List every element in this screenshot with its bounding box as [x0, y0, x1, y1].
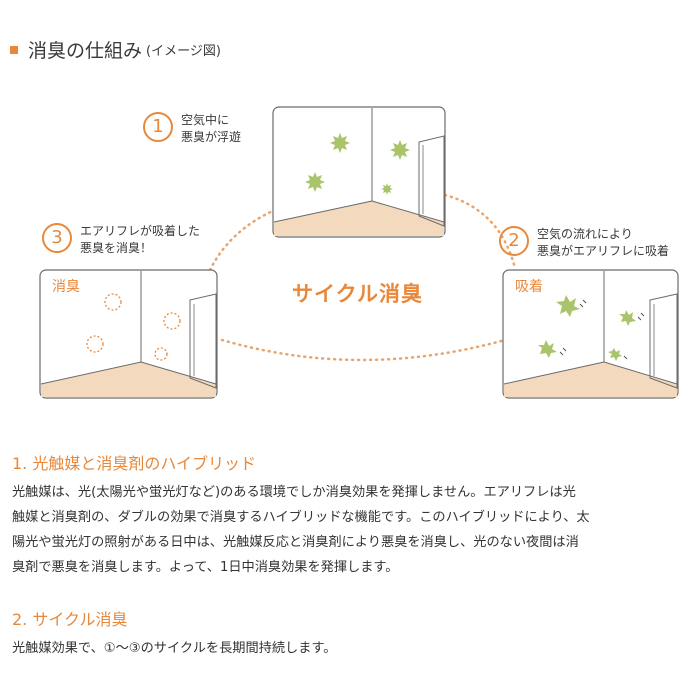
bullet-square-icon: [10, 45, 18, 54]
section-title: 消臭の仕組み (イメージ図): [10, 36, 221, 63]
body-line: 光触媒効果で、①～③のサイクルを長期間持続します。: [12, 641, 337, 656]
odor-star-icon: [556, 295, 580, 317]
deodorized-circle-icon: [154, 347, 168, 361]
step-3-label: 3 エアリフレが吸着した 悪臭を消臭！: [42, 223, 200, 257]
odor-star-icon: [619, 310, 636, 326]
odor-star-icon: [381, 183, 393, 195]
room-top: [272, 106, 446, 238]
deodorized-circle-icon: [104, 293, 122, 311]
step-text: 空気中に 悪臭が浮遊: [181, 112, 241, 146]
odor-star-icon: [330, 133, 350, 153]
deodorizing-cycle-diagram: 1 空気中に 悪臭が浮遊 2 空気の流れにより 悪臭がエアリフレに吸着 3 エア…: [0, 90, 700, 410]
diagram-graphics: [39, 106, 679, 399]
step-text-line: 悪臭がエアリフレに吸着: [537, 244, 670, 258]
body-line: 触媒と消臭剤の、ダブルの効果で消臭するハイブリッドな機能です。このハイブリッドに…: [12, 510, 590, 525]
step-text-line: 悪臭を消臭！: [80, 241, 153, 255]
step-number-circle: 2: [499, 226, 529, 256]
deodorized-particles: [86, 293, 181, 361]
step-text: 空気の流れにより 悪臭がエアリフレに吸着: [537, 226, 669, 260]
cycle-dotted-path: [208, 193, 517, 362]
section-title-main: 消臭の仕組み: [28, 40, 143, 62]
odor-star-icon: [538, 340, 557, 358]
deodorized-circle-icon: [163, 312, 181, 330]
room-tag-adsorb: 吸着: [515, 279, 543, 295]
step-number-circle: 3: [42, 223, 72, 253]
odor-star-icon: [608, 348, 622, 361]
cycle-label: サイクル消臭: [292, 282, 423, 306]
step-text-line: 空気の流れにより: [537, 227, 633, 241]
body-line: 陽光や蛍光灯の照射がある日中は、光触媒反応と消臭剤により悪臭を消臭し、光のない夜…: [12, 535, 579, 550]
odor-star-icon: [390, 140, 410, 160]
step-1-label: 1 空気中に 悪臭が浮遊: [143, 112, 241, 146]
deodorized-circle-icon: [86, 335, 104, 353]
odor-particles-adsorbed: [538, 295, 636, 361]
step-text-line: 悪臭が浮遊: [181, 130, 242, 144]
motion-lines: [559, 299, 645, 360]
odor-particles-floating: [305, 133, 410, 195]
step-2-label: 2 空気の流れにより 悪臭がエアリフレに吸着: [499, 226, 669, 260]
room-right: [502, 269, 679, 399]
section-title-sub: (イメージ図): [146, 44, 221, 59]
section-2-heading: 2. サイクル消臭: [12, 610, 128, 629]
step-text-line: エアリフレが吸着した: [80, 224, 201, 238]
room-left: [39, 269, 218, 399]
step-text: エアリフレが吸着した 悪臭を消臭！: [80, 223, 200, 257]
odor-star-icon: [305, 172, 325, 192]
room-tag-deodorize: 消臭: [52, 279, 80, 295]
step-number-circle: 1: [143, 112, 173, 142]
step-text-line: 空気中に: [181, 113, 230, 127]
section-1-body: 光触媒は、光(太陽光や蛍光灯など)のある環境でしか消臭効果を発揮しません。エアリ…: [12, 480, 692, 580]
section-2-body: 光触媒効果で、①～③のサイクルを長期間持続します。: [12, 636, 692, 661]
body-line: 臭剤で悪臭を消臭します。よって、1日中消臭効果を発揮します。: [12, 560, 399, 575]
body-line: 光触媒は、光(太陽光や蛍光灯など)のある環境でしか消臭効果を発揮しません。エアリ…: [12, 485, 576, 500]
section-1-heading: 1. 光触媒と消臭剤のハイブリッド: [12, 454, 257, 473]
